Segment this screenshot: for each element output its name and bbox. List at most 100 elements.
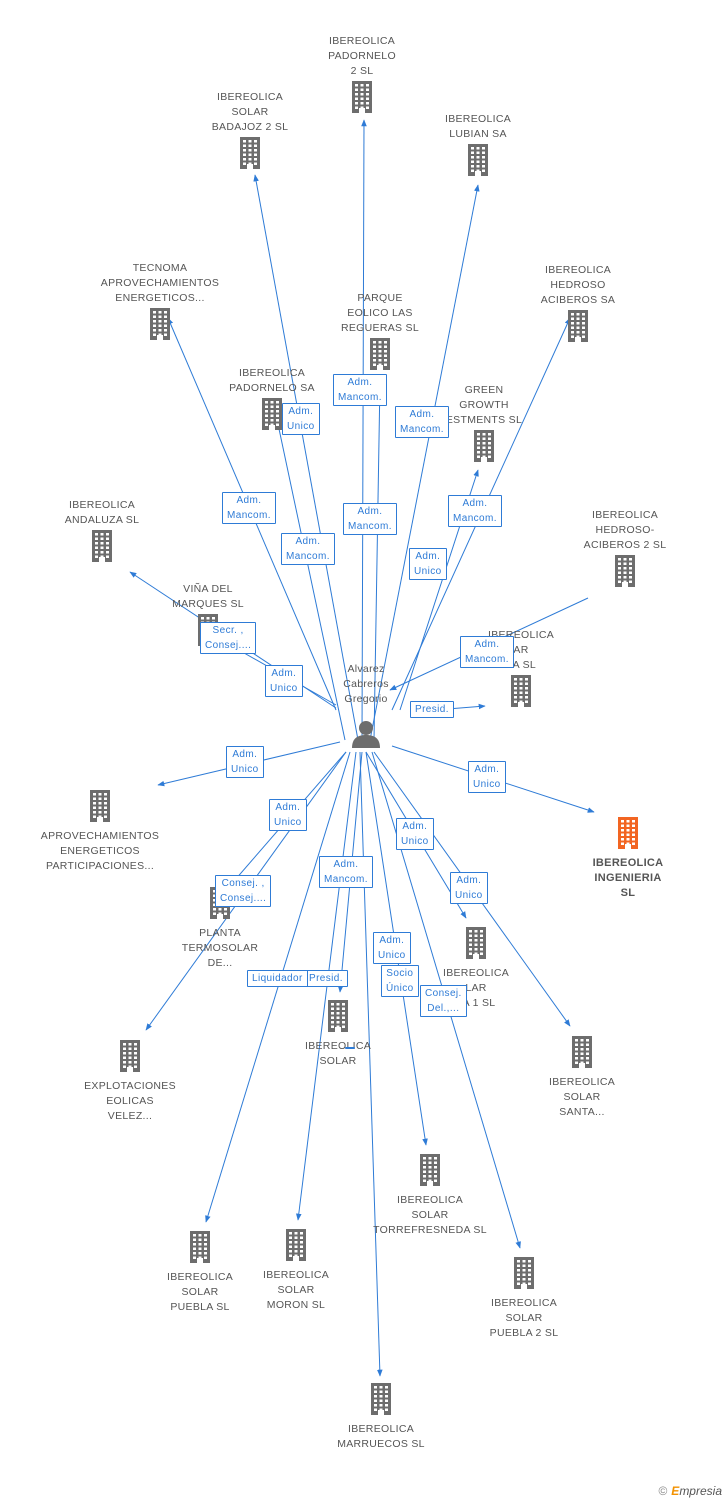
company-node-solar[interactable]: IBEREOLICA SOLAR xyxy=(290,998,386,1069)
role-badge: Adm. Unico xyxy=(265,665,303,697)
building-icon xyxy=(417,1152,443,1193)
company-node-parque[interactable]: PARQUE EOLICO LAS REGUERAS SL xyxy=(330,291,430,377)
brand-e: E xyxy=(671,1484,680,1498)
role-badge: Secr. , Consej.... xyxy=(200,622,257,654)
company-label: IBEREOLICA SOLAR MORON SL xyxy=(262,1269,330,1311)
role-badge: Adm. Mancom. xyxy=(343,503,397,535)
role-badge: Adm. Unico xyxy=(282,403,320,435)
building-icon xyxy=(117,1038,143,1079)
relationship-edge xyxy=(369,184,480,741)
role-badge: Adm. Mancom. xyxy=(333,374,387,406)
role-badge: Liquidador xyxy=(247,970,308,987)
company-node-badajoz2[interactable]: IBEREOLICA SOLAR BADAJOZ 2 SL xyxy=(200,90,300,176)
company-node-torre[interactable]: IBEREOLICA SOLAR TORREFRESNEDA SL xyxy=(368,1152,492,1238)
company-label: IBEREOLICA ANDALUZA SL xyxy=(64,499,140,526)
building-icon xyxy=(615,815,641,856)
building-icon xyxy=(187,1229,213,1270)
building-icon xyxy=(463,925,489,966)
company-label: IBEREOLICA LUBIAN SA xyxy=(444,113,512,140)
company-label: IBEREOLICA SOLAR PUEBLA 2 SL xyxy=(489,1297,559,1339)
building-icon xyxy=(283,1227,309,1268)
company-node-aprov[interactable]: APROVECHAMIENTOS ENERGETICOS PARTICIPACI… xyxy=(32,788,168,874)
role-badge: Adm. Unico xyxy=(396,818,434,850)
empresia-logo[interactable]: ©Empresia xyxy=(658,1484,722,1498)
company-node-explot[interactable]: EXPLOTACIONES EOLICAS VELEZ... xyxy=(72,1038,188,1124)
role-badge xyxy=(345,1047,355,1049)
company-label: EXPLOTACIONES EOLICAS VELEZ... xyxy=(84,1080,176,1122)
company-label: APROVECHAMIENTOS ENERGETICOS PARTICIPACI… xyxy=(40,830,160,872)
company-label: IBEREOLICA PADORNELO 2 SL xyxy=(328,35,396,77)
building-icon xyxy=(325,998,351,1039)
building-icon xyxy=(368,1381,394,1422)
role-badge: Presid. xyxy=(304,970,348,987)
company-node-hedroso[interactable]: IBEREOLICA HEDROSO ACIBEROS SA xyxy=(528,263,628,349)
role-badge: Adm. Unico xyxy=(226,746,264,778)
company-label: IBEREOLICA HEDROSO ACIBEROS SA xyxy=(540,264,616,306)
company-node-puebla[interactable]: IBEREOLICA SOLAR PUEBLA SL xyxy=(152,1229,248,1315)
building-icon xyxy=(508,673,534,714)
role-badge: Socio Único xyxy=(381,965,419,997)
role-badge: Presid. xyxy=(410,701,454,718)
building-icon xyxy=(259,396,285,437)
company-node-marruecos[interactable]: IBEREOLICA MARRUECOS SL xyxy=(326,1381,436,1452)
relationship-edge xyxy=(253,174,359,741)
company-label: IBEREOLICA HEDROSO- ACIBEROS 2 SL xyxy=(583,509,667,551)
person-icon xyxy=(350,718,382,755)
company-label: GREEN GROWTH ESTMENTS SL xyxy=(445,384,523,426)
role-badge: Adm. Mancom. xyxy=(222,492,276,524)
role-badge: Adm. Unico xyxy=(409,548,447,580)
company-label: VIÑA DEL MARQUES SL xyxy=(172,583,244,610)
company-label: IBEREOLICA SOLAR BADAJOZ 2 SL xyxy=(211,91,289,133)
role-badge: Adm. Unico xyxy=(269,799,307,831)
company-label: IBEREOLICA SOLAR SANTA... xyxy=(548,1076,616,1118)
company-node-padornelo2[interactable]: IBEREOLICA PADORNELO 2 SL xyxy=(312,34,412,120)
company-label: IBEREOLICA MARRUECOS SL xyxy=(337,1423,425,1450)
person-node[interactable]: Alvarez Cabreros Gregorio xyxy=(320,662,412,707)
company-label: IBEREOLICA INGENIERIA SL xyxy=(592,857,664,899)
building-icon xyxy=(465,142,491,183)
role-badge: Adm. Mancom. xyxy=(319,856,373,888)
building-icon xyxy=(612,553,638,594)
company-node-zasl[interactable]: IBEREOLICA AR ZA SL xyxy=(476,628,566,714)
role-badge: Consej. , Consej.... xyxy=(215,875,272,907)
company-node-santa[interactable]: IBEREOLICA SOLAR SANTA... xyxy=(534,1034,630,1120)
relationship-edge xyxy=(273,409,346,741)
person-name: Alvarez Cabreros Gregorio xyxy=(343,663,389,705)
building-icon xyxy=(89,528,115,569)
building-icon xyxy=(147,306,173,347)
building-icon xyxy=(87,788,113,829)
relationship-edge xyxy=(361,119,367,741)
company-label: PLANTA TERMOSOLAR DE... xyxy=(181,927,259,969)
role-badge: Adm. Unico xyxy=(468,761,506,793)
role-badge: Adm. Unico xyxy=(373,932,411,964)
role-badge: Adm. Mancom. xyxy=(448,495,502,527)
company-node-puebla2[interactable]: IBEREOLICA SOLAR PUEBLA 2 SL xyxy=(476,1255,572,1341)
role-badge: Adm. Mancom. xyxy=(460,636,514,668)
building-icon xyxy=(349,79,375,120)
role-badge: Adm. Unico xyxy=(450,872,488,904)
building-icon xyxy=(511,1255,537,1296)
company-label: IBEREOLICA SOLAR xyxy=(304,1040,372,1067)
company-node-ingenieria[interactable]: IBEREOLICA INGENIERIA SL xyxy=(578,815,678,901)
company-node-tecnoma[interactable]: TECNOMA APROVECHAMIENTOS ENERGETICOS... xyxy=(95,261,225,347)
building-icon xyxy=(471,428,497,469)
role-badge: Adm. Mancom. xyxy=(281,533,335,565)
company-label: IBEREOLICA SOLAR PUEBLA SL xyxy=(166,1271,234,1313)
relationship-edge xyxy=(205,751,351,1223)
company-label: IBEREOLICA SOLAR TORREFRESNEDA SL xyxy=(373,1194,487,1236)
brand-name: mpresia xyxy=(679,1484,722,1498)
company-node-la1[interactable]: IBEREOLICA LAR LA 1 SL xyxy=(428,925,524,1011)
building-icon xyxy=(565,308,591,349)
company-node-andaluza[interactable]: IBEREOLICA ANDALUZA SL xyxy=(52,498,152,569)
company-label: IBEREOLICA PADORNELO SA xyxy=(229,367,315,394)
company-node-lubian[interactable]: IBEREOLICA LUBIAN SA xyxy=(428,112,528,183)
copyright-symbol: © xyxy=(658,1484,668,1498)
company-node-green[interactable]: GREEN GROWTH ESTMENTS SL xyxy=(436,383,532,469)
building-icon xyxy=(569,1034,595,1075)
role-badge: Consej. Del.,... xyxy=(420,985,467,1017)
company-label: PARQUE EOLICO LAS REGUERAS SL xyxy=(341,292,419,334)
company-node-hedroso2[interactable]: IBEREOLICA HEDROSO- ACIBEROS 2 SL xyxy=(570,508,680,594)
company-node-moron[interactable]: IBEREOLICA SOLAR MORON SL xyxy=(248,1227,344,1313)
role-badge: Adm. Mancom. xyxy=(395,406,449,438)
company-node-padornelo[interactable]: IBEREOLICA PADORNELO SA xyxy=(222,366,322,437)
